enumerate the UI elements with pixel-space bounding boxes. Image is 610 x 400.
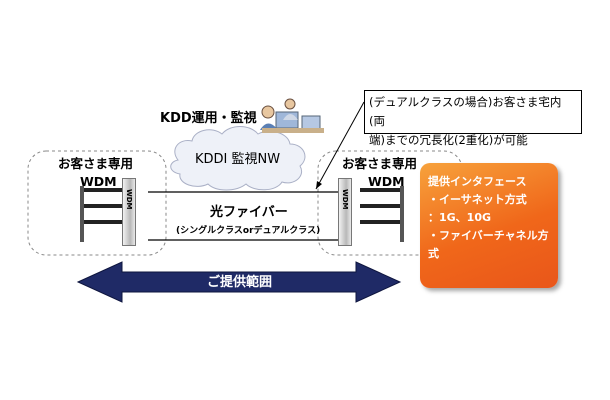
cloud-shape <box>170 126 306 191</box>
operation-label: KDD運用・監視 <box>160 111 257 126</box>
features-item-4: 式 <box>428 247 439 260</box>
interface-features-box: 提供インタフェース ・イーサネット方式 ：1G、10G ・ファイバーチャネル方 … <box>420 163 558 288</box>
features-item-2: ：1G、10G <box>428 211 492 224</box>
callout-line-1: (デュアルクラスの場合)お客さま宅内(両 <box>369 95 562 128</box>
features-item-3: ・ファイバーチャネル方 <box>428 229 549 242</box>
callout-pointer <box>315 101 365 190</box>
left-wdm-label: WDM <box>80 174 117 189</box>
fiber-label: 光ファイバー <box>210 205 288 220</box>
left-site-label: お客さま専用 <box>58 156 134 171</box>
right-rack-bars <box>360 186 404 242</box>
right-wdm-device: WDM <box>338 178 352 246</box>
redundancy-callout: (デュアルクラスの場合)お客さま宅内(両 端)までの冗長化(2重化)が可能 <box>364 90 582 147</box>
right-device-text: WDM <box>341 189 349 210</box>
left-device-text: WDM <box>125 189 133 210</box>
left-wdm-device: WDM <box>122 178 136 246</box>
scope-arrow <box>76 261 402 303</box>
scope-label: ご提供範囲 <box>207 275 273 290</box>
callout-line-2: 端)までの冗長化(2重化)が可能 <box>369 133 528 147</box>
right-site-label: お客さま専用 <box>342 156 418 171</box>
cloud-label: KDDI 監視NW <box>195 152 281 167</box>
features-title: 提供インタフェース <box>428 175 527 188</box>
right-wdm-label: WDM <box>368 174 405 189</box>
left-rack-bars <box>80 186 122 242</box>
left-site-boundary <box>27 150 167 256</box>
operators-illustration <box>260 98 324 133</box>
fiber-sub-label: (シングルクラスorデュアルクラス) <box>176 226 321 236</box>
features-item-1: ・イーサネット方式 <box>428 193 527 206</box>
